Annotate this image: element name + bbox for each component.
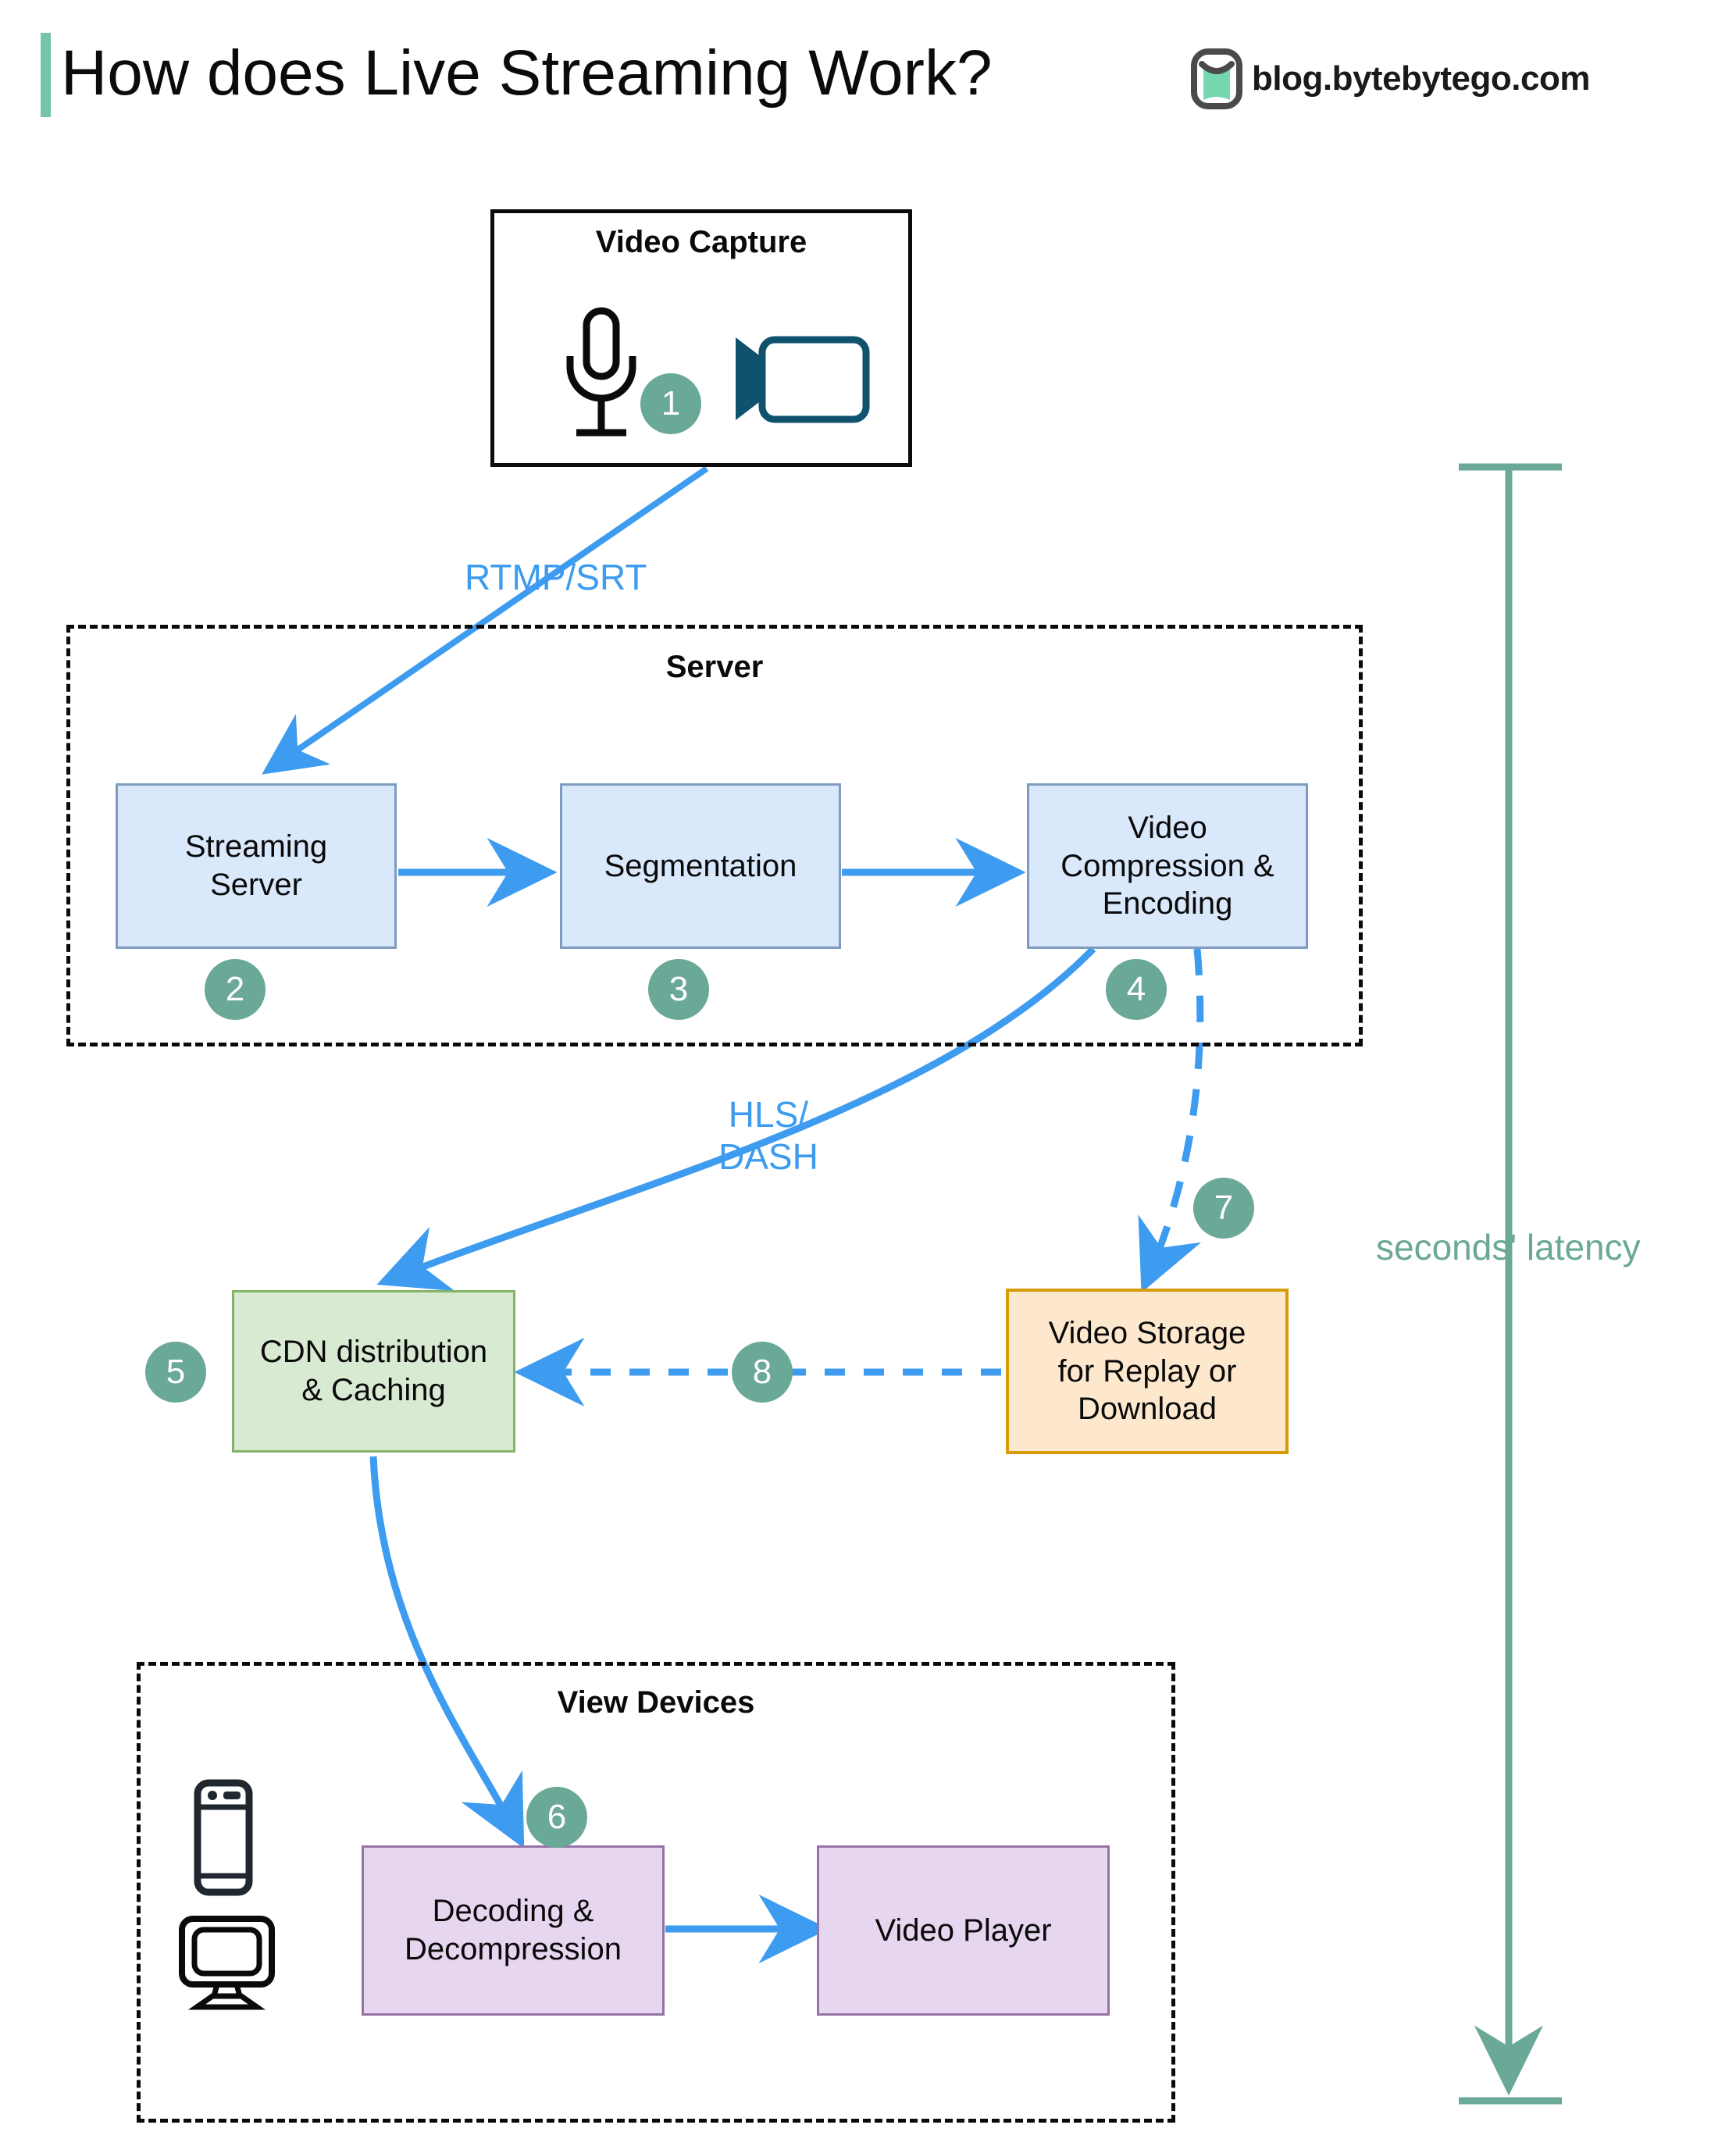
- node-cdn-distribution[interactable]: CDN distribution & Caching: [232, 1290, 515, 1453]
- node-video-player[interactable]: Video Player: [817, 1845, 1110, 2016]
- edge-label-hls-dash: HLS/ DASH: [718, 1094, 818, 1178]
- brand-url-text: blog.bytebytego.com: [1252, 59, 1590, 98]
- node-streaming-server[interactable]: Streaming Server: [116, 783, 397, 949]
- node-cdn-distribution-label: CDN distribution & Caching: [259, 1335, 488, 1407]
- group-server: [66, 625, 1363, 1046]
- brand-watermark: blog.bytebytego.com: [1191, 48, 1590, 109]
- node-segmentation[interactable]: Segmentation: [560, 783, 841, 949]
- bytebytego-logo-icon: [1191, 48, 1242, 109]
- latency-label: seconds' latency: [1376, 1227, 1641, 1267]
- group-view-devices-title: View Devices: [557, 1685, 755, 1720]
- group-video-capture-title: Video Capture: [595, 225, 807, 259]
- node-video-compression[interactable]: Video Compression & Encoding: [1027, 783, 1308, 949]
- node-video-compression-label: Video Compression & Encoding: [1060, 810, 1274, 922]
- step-badge-1: 1: [640, 373, 701, 434]
- step-badge-4: 4: [1106, 959, 1167, 1020]
- step-badge-3: 3: [648, 959, 709, 1020]
- group-view-devices: [137, 1662, 1175, 2123]
- desktop-monitor-icon: [178, 1915, 276, 2015]
- step-badge-6: 6: [526, 1787, 587, 1848]
- node-segmentation-label: Segmentation: [604, 848, 797, 883]
- step-badge-5: 5: [145, 1342, 206, 1403]
- node-video-player-label: Video Player: [875, 1913, 1052, 1948]
- page-title: How does Live Streaming Work?: [61, 37, 993, 109]
- mobile-phone-icon: [194, 1779, 253, 1900]
- step-badge-8: 8: [732, 1342, 793, 1403]
- step-badge-2: 2: [205, 959, 266, 1020]
- node-decoding-decompression[interactable]: Decoding & Decompression: [362, 1845, 665, 2016]
- video-camera-icon: [725, 328, 873, 435]
- node-video-storage-label: Video Storage for Replay or Download: [1048, 1315, 1246, 1427]
- node-decoding-decompression-label: Decoding & Decompression: [405, 1894, 622, 1966]
- node-streaming-server-label: Streaming Server: [184, 829, 328, 902]
- microphone-icon: [561, 306, 642, 449]
- step-badge-7: 7: [1193, 1178, 1254, 1239]
- node-video-storage[interactable]: Video Storage for Replay or Download: [1006, 1289, 1289, 1454]
- group-server-title: Server: [665, 650, 764, 684]
- title-accent-bar: [41, 33, 51, 117]
- edge-label-rtmp-srt: RTMP/SRT: [465, 557, 647, 597]
